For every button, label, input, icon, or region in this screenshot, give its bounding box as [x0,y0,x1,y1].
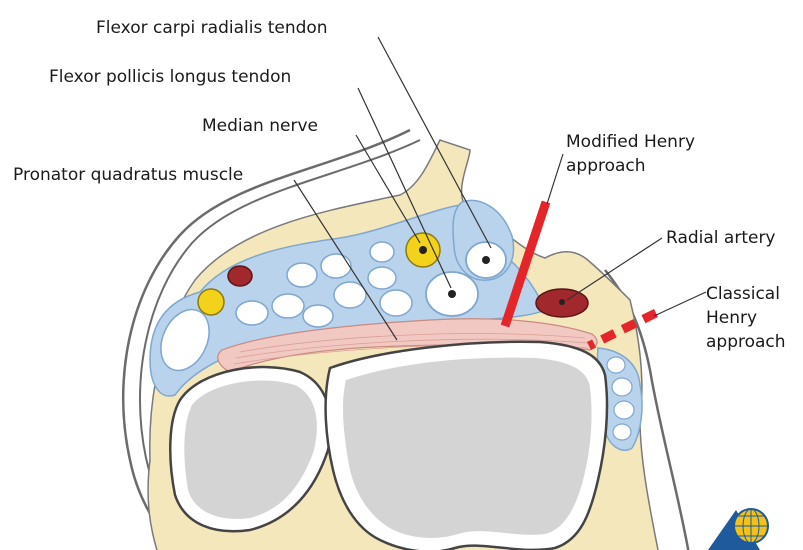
tendon [236,301,268,325]
tendon [370,242,394,262]
label-classical-henry-line-1: Classical [706,282,786,306]
tendon [287,263,317,287]
aofoundation-globe-logo [708,509,768,550]
tendon [272,294,304,318]
ulnar-nerve [198,289,224,315]
tendon [334,282,366,308]
label-modified-henry-line-2: approach [566,154,695,178]
label-flexor-pollicis-longus-tendon: Flexor pollicis longus tendon [49,65,291,89]
label-modified-henry-approach: Modified Henry approach [566,130,695,178]
tendon [321,254,351,278]
tendon [303,305,333,327]
radius-marrow [343,358,592,538]
label-modified-henry-line-1: Modified Henry [566,130,695,154]
label-classical-henry-line-3: approach [706,330,786,354]
label-median-nerve: Median nerve [202,114,318,138]
label-classical-henry-approach: Classical Henry approach [706,282,786,354]
label-classical-henry-line-2: Henry [706,306,786,330]
label-pronator-quadratus-muscle: Pronator quadratus muscle [13,163,243,187]
ulnar-artery [228,266,252,286]
label-flexor-carpi-radialis-tendon: Flexor carpi radialis tendon [96,16,328,40]
leader-classical-henry [654,292,706,316]
leader-modified-henry [547,154,563,204]
tendon [368,267,396,289]
tendon [380,290,412,316]
label-radial-artery: Radial artery [666,226,776,250]
